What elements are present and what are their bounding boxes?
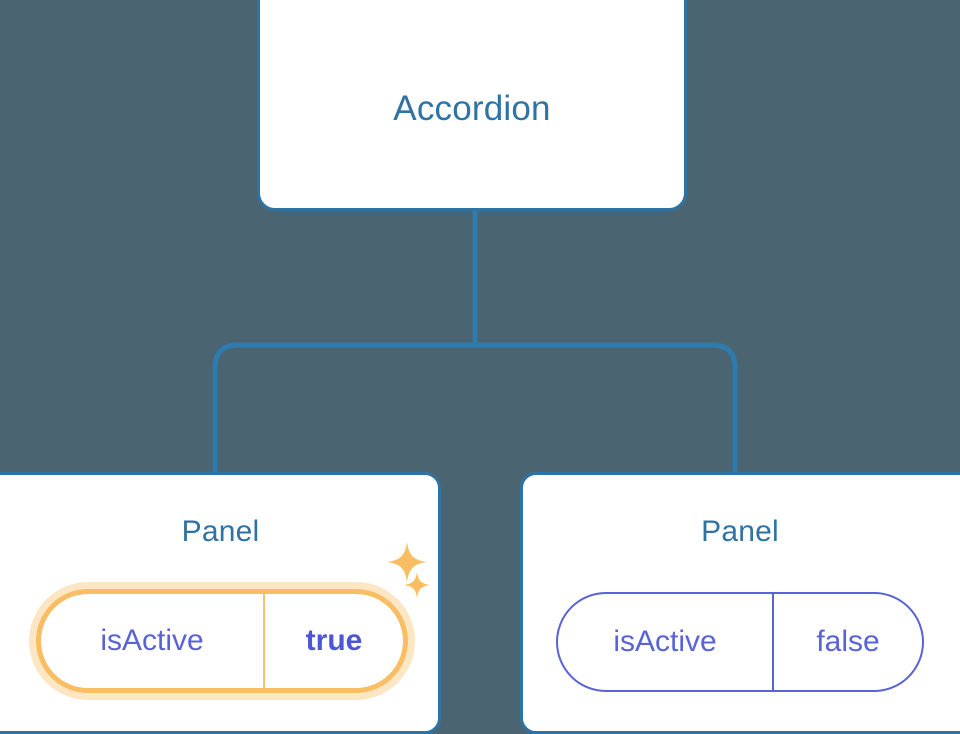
- node-panel-active-label: Panel: [181, 515, 260, 548]
- prop-pill-isactive-false[interactable]: isActive false: [556, 592, 924, 692]
- prop-key: isActive: [100, 624, 204, 657]
- node-panel-inactive-label: Panel: [701, 515, 779, 548]
- prop-value: false: [772, 594, 922, 690]
- node-accordion-label: Accordion: [393, 89, 551, 128]
- connector-branch-bus: [212, 342, 738, 472]
- prop-value: true: [263, 594, 403, 688]
- prop-key: isActive: [613, 625, 717, 658]
- node-accordion[interactable]: Accordion: [257, 0, 687, 211]
- prop-pill-isactive-true[interactable]: isActive true: [36, 589, 408, 693]
